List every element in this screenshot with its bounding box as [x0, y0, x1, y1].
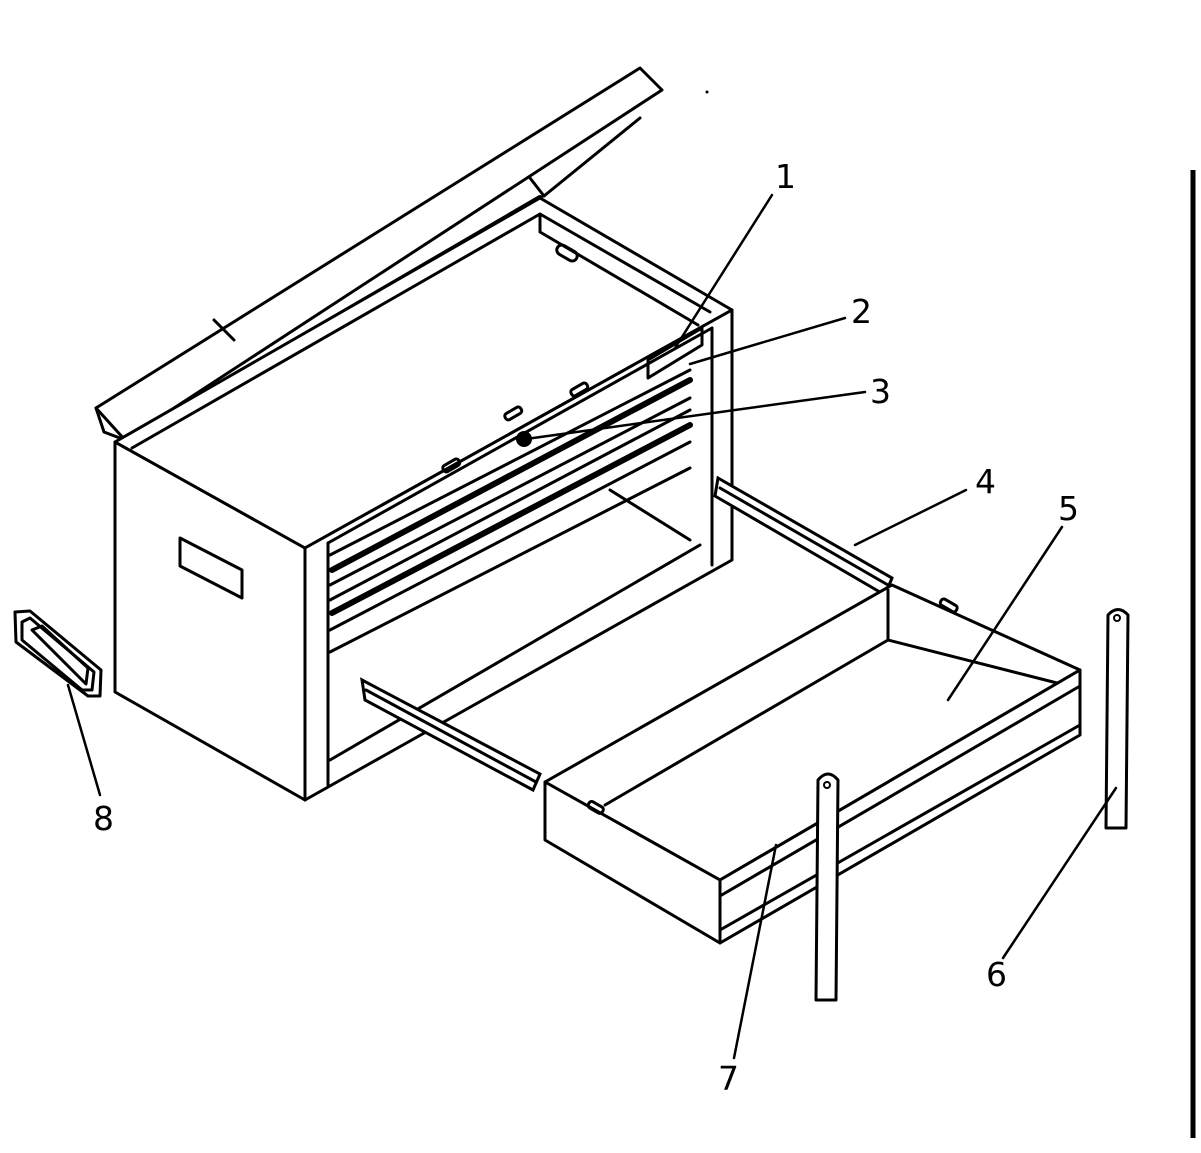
callout-5: 5 — [1058, 489, 1079, 528]
drawer — [543, 583, 1082, 945]
speck-dot — [705, 90, 709, 94]
handle-bars — [814, 608, 1130, 1002]
callout-3: 3 — [870, 372, 891, 411]
nameplate — [646, 326, 704, 380]
callout-1: 1 — [775, 157, 796, 196]
callout-6: 6 — [986, 955, 1007, 994]
callout-4: 4 — [975, 462, 996, 501]
callout-8: 8 — [93, 799, 114, 838]
callout-7: 7 — [718, 1059, 739, 1098]
leader-lines — [66, 193, 1118, 1060]
drawer-slides — [360, 475, 894, 793]
top-slot — [555, 243, 579, 263]
lock-icon — [516, 431, 532, 447]
chest-body — [113, 196, 734, 802]
recessed-handle — [13, 609, 103, 698]
callout-2: 2 — [851, 292, 872, 331]
side-handle-recess — [178, 536, 244, 600]
